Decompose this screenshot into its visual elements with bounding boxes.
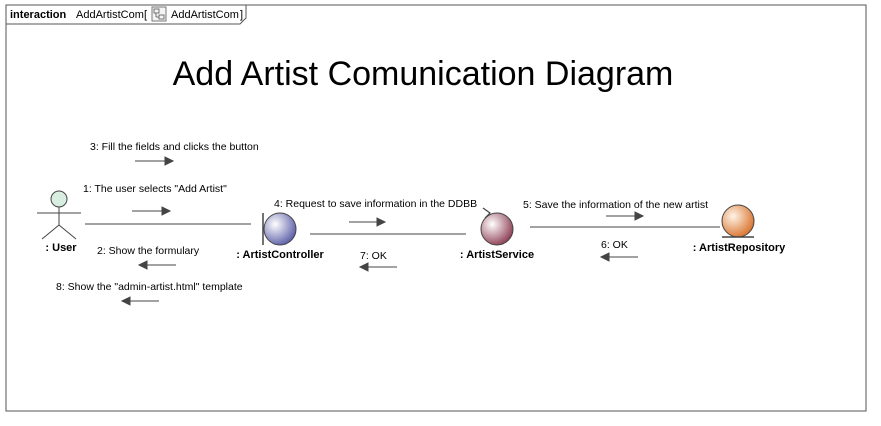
- diagram-title: Add Artist Comunication Diagram: [173, 55, 674, 93]
- diagram-frame: [5, 4, 867, 412]
- frame-bracket-open: [: [144, 9, 147, 21]
- message-4-label: 4: Request to save information in the DD…: [274, 198, 477, 210]
- message-8-arrow: [120, 296, 159, 306]
- message-8-label: 8: Show the "admin-artist.html" template: [56, 281, 243, 293]
- frame-name: AddArtistCom: [76, 9, 144, 21]
- artist-service-label: : ArtistService: [460, 249, 534, 261]
- frame-header-tab: [5, 4, 247, 25]
- message-5-arrow: [606, 211, 645, 221]
- message-6-arrow: [599, 252, 638, 262]
- message-5-label: 5: Save the information of the new artis…: [523, 199, 708, 211]
- frame-ref-name: AddArtistCom: [171, 9, 239, 21]
- message-1-label: 1: The user selects "Add Artist": [83, 183, 227, 195]
- message-7-arrow: [358, 262, 397, 272]
- message-4-arrow: [349, 217, 387, 227]
- user-label: : User: [45, 242, 77, 254]
- message-3-arrow: [135, 156, 175, 166]
- user-actor-icon[interactable]: [37, 190, 81, 240]
- boundary-icon[interactable]: [262, 212, 297, 246]
- artist-repository-label: : ArtistRepository: [693, 242, 786, 254]
- interaction-ref-icon[interactable]: [151, 6, 167, 22]
- message-6-label: 6: OK: [601, 239, 628, 251]
- message-1-arrow: [132, 206, 172, 216]
- frame-keyword: interaction: [10, 9, 67, 21]
- artist-controller-label: : ArtistController: [236, 249, 324, 261]
- entity-icon[interactable]: [721, 204, 755, 238]
- message-7-label: 7: OK: [360, 250, 387, 262]
- control-icon[interactable]: [480, 207, 514, 246]
- message-2-arrow: [137, 260, 176, 270]
- message-3-label: 3: Fill the fields and clicks the button: [90, 141, 259, 153]
- message-2-label: 2: Show the formulary: [97, 245, 200, 257]
- frame-bracket-close: ]: [240, 9, 243, 21]
